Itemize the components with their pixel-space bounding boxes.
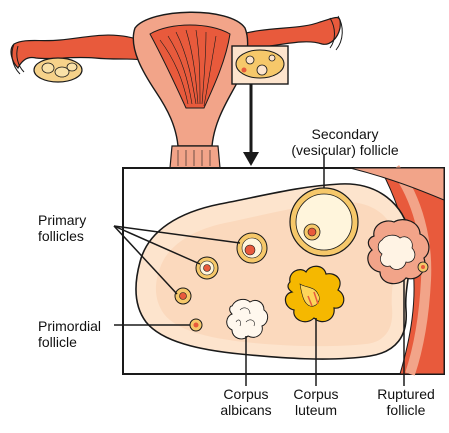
label-ruptured-line1: Ruptured: [377, 386, 435, 402]
label-albicans-line2: albicans: [220, 402, 272, 418]
zoom-arrow: [243, 84, 259, 166]
label-secondary-line2: (vesicular) follicle: [291, 142, 399, 158]
zoom-box: [231, 45, 289, 85]
label-corpus-albicans: Corpus albicans: [214, 386, 278, 418]
uterus: [10, 11, 343, 169]
primordial-follicle: [189, 318, 203, 332]
label-primary-line1: Primary: [38, 212, 87, 228]
label-primordial-line2: follicle: [38, 334, 77, 350]
primary-follicle-large: [236, 232, 268, 264]
label-albicans-line1: Corpus: [223, 386, 269, 402]
corpus-luteum: [284, 265, 345, 323]
label-corpus-luteum: Corpus luteum: [288, 386, 344, 418]
pointer-lines: [113, 155, 405, 386]
label-secondary-follicle: Secondary (vesicular) follicle: [280, 126, 410, 158]
label-luteum-line2: luteum: [294, 402, 338, 418]
label-secondary-line1: Secondary: [311, 126, 379, 142]
label-primordial-line1: Primordial: [38, 318, 102, 334]
pointer-primary-small: [113, 225, 178, 295]
primary-follicle-medium: [195, 256, 219, 280]
label-primary-follicles: Primary follicles: [38, 212, 86, 244]
corpus-albicans: [226, 298, 269, 340]
ovary-detail-panel: [113, 155, 445, 386]
pointer-primary-large: [113, 225, 241, 244]
label-primary-line2: follicles: [38, 228, 84, 244]
label-primordial-follicle: Primordial follicle: [38, 318, 101, 350]
pointer-primary-medium: [113, 225, 201, 265]
left-fallopian-tube: [10, 34, 146, 70]
primary-follicle-small: [174, 287, 192, 305]
secondary-follicle: [289, 187, 359, 257]
label-ruptured-line2: follicle: [386, 402, 426, 418]
ruptured-follicle: [367, 219, 430, 285]
cervix: [169, 145, 221, 169]
label-luteum-line1: Corpus: [293, 386, 339, 402]
label-ruptured-follicle: Ruptured follicle: [370, 386, 442, 418]
